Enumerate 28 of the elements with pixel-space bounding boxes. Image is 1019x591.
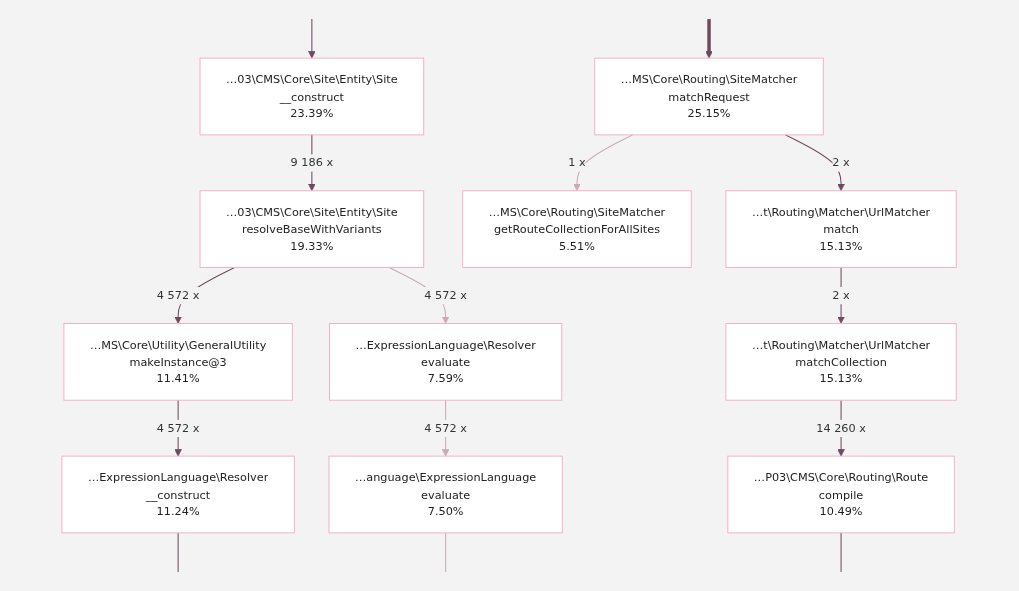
arrow	[785, 134, 846, 192]
connector	[840, 532, 842, 573]
edge-label: 4 572 x	[157, 421, 200, 435]
node-box: …P03\CMS\Core\Routing\Route compile 10.49%	[727, 455, 956, 534]
arrow	[705, 19, 714, 59]
arrow	[837, 267, 846, 324]
connector	[445, 532, 447, 573]
node-box: …t\Routing\Matcher\UrlMatcher matchCollection 15.13%	[725, 323, 958, 401]
edge-label: 2 x	[832, 156, 851, 170]
edge-label: 14 260 x	[816, 421, 867, 435]
edge-label: 2 x	[832, 288, 851, 302]
node-box: …t\Routing\Matcher\UrlMatcher match 15.13%	[725, 190, 958, 268]
edge-label: 4 572 x	[424, 288, 468, 302]
edge-label: 9 186 x	[291, 156, 334, 170]
arrow	[308, 18, 317, 59]
node-box: …03\CMS\Core\Site\Entity\Site __construct 23.39%	[200, 57, 425, 136]
node-box: …MS\Core\Utility\GeneralUtility makeInstance@3 11.41%	[63, 323, 294, 401]
node-box: …03\CMS\Core\Site\Entity\Site resolveBaseWithVariants 19.33%	[200, 190, 425, 268]
arrow	[573, 134, 634, 192]
edge-label: 1 x	[568, 156, 587, 170]
node-box: …ExpressionLanguage\Resolver __construct 11.24%	[61, 455, 296, 534]
edge-label: 4 572 x	[157, 288, 200, 302]
edge-label: 4 572 x	[424, 421, 468, 435]
node-box: …ExpressionLanguage\Resolver evaluate 7.59%	[329, 323, 563, 401]
node-box: …MS\Core\Routing\SiteMatcher getRouteCollectionForAllSites 5.51%	[462, 190, 693, 268]
node-box: …MS\Core\Routing\SiteMatcher matchRequest 25.15%	[594, 57, 825, 136]
connector	[178, 532, 180, 573]
node-box: …anguage\ExpressionLanguage evaluate 7.50%	[328, 455, 564, 534]
